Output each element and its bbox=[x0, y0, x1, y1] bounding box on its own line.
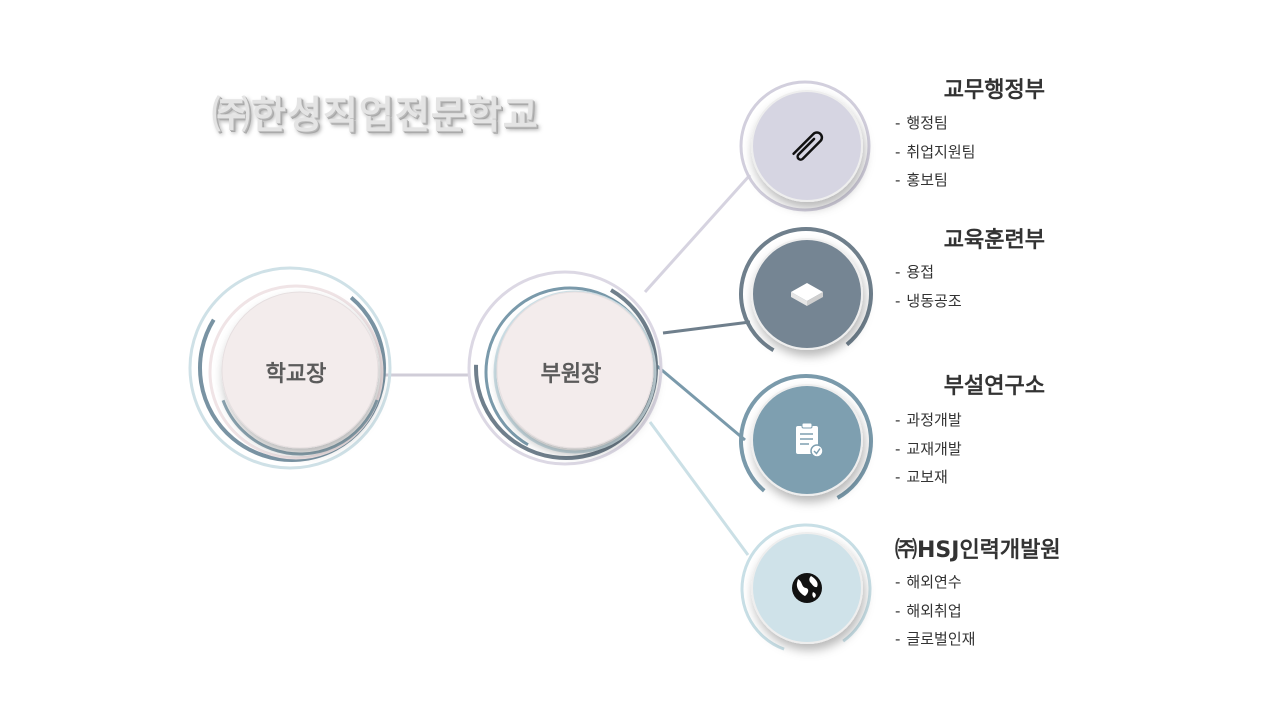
organization-title: ㈜한성직업전문학교 bbox=[212, 93, 539, 137]
paperclip-icon bbox=[792, 131, 824, 161]
list-item: -용접 bbox=[895, 263, 935, 281]
dept-title-1: 교무행정부 bbox=[943, 78, 1045, 103]
dept-list-2: -용접 -냉동공조 bbox=[895, 258, 962, 315]
connector-dept-3 bbox=[656, 364, 746, 442]
dept-title-3: 부설연구소 bbox=[943, 374, 1045, 399]
list-item: -해외연수 bbox=[895, 573, 962, 591]
list-item: -행정팀 bbox=[895, 114, 948, 132]
list-item: -글로벌인재 bbox=[895, 630, 976, 648]
dept-node-2 bbox=[739, 227, 873, 361]
list-item: -해외취업 bbox=[895, 601, 962, 620]
dept-list-1: -행정팀 -취업지원팀 -홍보팀 bbox=[895, 109, 975, 195]
vice-principal-label: 부원장 bbox=[540, 362, 602, 387]
connector-dept-4 bbox=[648, 421, 750, 556]
dept-title-4: ㈜HSJ인력개발원 bbox=[895, 538, 1061, 563]
clipboard-check-icon bbox=[796, 422, 824, 458]
dept-list-3: -과정개발 -교재개발 -교보재 bbox=[895, 406, 962, 492]
connector-dept-1 bbox=[643, 173, 752, 294]
list-item: -홍보팀 bbox=[895, 171, 948, 189]
connector-dept-2 bbox=[662, 320, 751, 335]
list-item: -냉동공조 bbox=[895, 291, 962, 310]
principal-node bbox=[188, 266, 392, 470]
list-item: -취업지원팀 bbox=[895, 142, 976, 161]
globe-icon bbox=[792, 573, 822, 603]
dept-node-4 bbox=[740, 523, 872, 655]
dept-node-1 bbox=[739, 80, 871, 212]
list-item: -교재개발 bbox=[895, 439, 962, 458]
dept-list-4: -해외연수 -해외취업 -글로벌인재 bbox=[895, 568, 975, 654]
dept-title-2: 교육훈련부 bbox=[943, 228, 1045, 253]
list-item: -과정개발 bbox=[895, 411, 962, 429]
list-item: -교보재 bbox=[895, 468, 948, 486]
vice-principal-node bbox=[467, 270, 663, 466]
book-icon bbox=[791, 283, 823, 306]
dept-node-3 bbox=[739, 374, 873, 508]
principal-label: 학교장 bbox=[265, 362, 327, 387]
